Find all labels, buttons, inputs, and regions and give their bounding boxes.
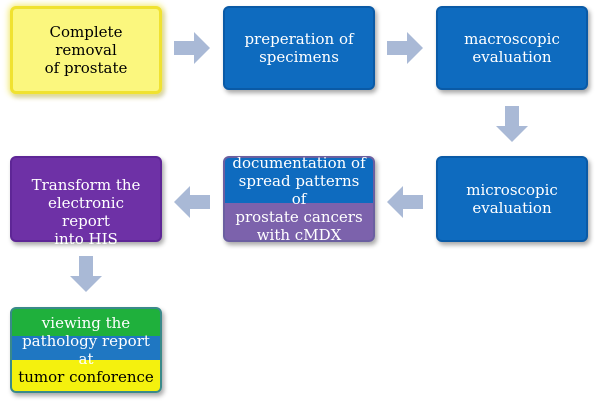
node-text-line: evaluation [472,48,552,66]
arrow-down-icon [70,256,102,292]
node-text-line: microscopic [466,181,558,199]
node-preperation-of-specimens: preperation of specimens [223,6,375,90]
node-text-line: macroscopic [464,30,560,48]
node-transform-the-electronic-report: Transform the electronic report into HIS [10,156,162,248]
node-text-line: documentation of [232,154,366,172]
node-text-line: specimens [259,48,339,66]
arrow-left-icon [387,186,423,218]
arrow-right-icon [387,32,423,64]
node-viewing-the-pathology-report: viewing the pathology report at tumor co… [10,307,162,393]
node-text-line: electronic report [47,194,125,230]
node-text-line: pathology report at [22,332,150,368]
node-text-line: prostate cancers [235,208,363,226]
node-text-line: preperation of [244,30,354,48]
node-text-line: spread patterns of [238,172,360,208]
node-text-line: evaluation [472,199,552,217]
arrow-right-icon [174,32,210,64]
arrow-left-icon [174,186,210,218]
node-microscopic-evaluation: microscopic evaluation [436,156,588,242]
node-text-line: Transform the [31,176,141,194]
node-text-line: into HIS [54,230,118,248]
node-text-line: of prostate [44,59,128,77]
arrow-down-icon [496,106,528,142]
node-text-line: tumor conforence [18,368,154,386]
node-text-line: with cMDX [256,226,342,244]
node-text-line: viewing the [41,314,131,332]
node-documentation-of-spread-patterns: documentation of spread patterns of pros… [223,154,375,244]
node-text-line: Complete removal [49,23,123,59]
node-macroscopic-evaluation: macroscopic evaluation [436,6,588,90]
node-complete-removal-of-prostate: Complete removal of prostate [10,6,162,94]
